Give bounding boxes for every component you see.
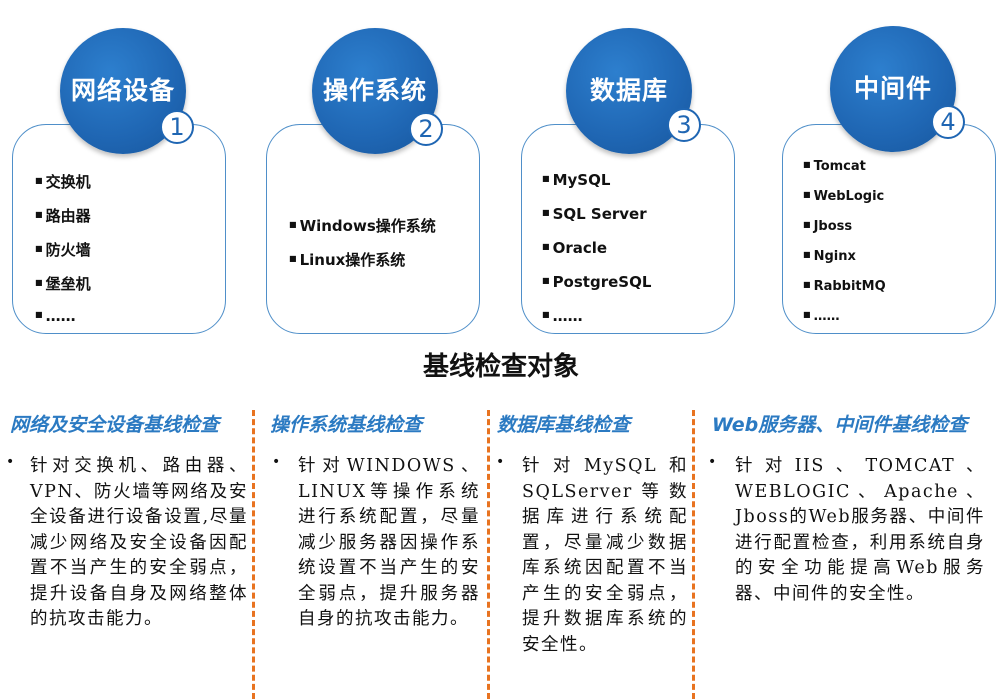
- list-item: 交换机: [35, 171, 91, 192]
- card-operating-systems: Windows操作系统 Linux操作系统: [266, 124, 480, 334]
- card-title-circle: 网络设备: [60, 28, 186, 154]
- list-item: 防火墙: [35, 239, 91, 260]
- list-item: ……: [803, 309, 840, 324]
- card-number-badge: 4: [931, 105, 965, 139]
- column-title: 网络及安全设备基线检查: [10, 414, 220, 436]
- card-network-devices: 交换机 路由器 防火墙 堡垒机 ……: [12, 124, 226, 334]
- card-databases: MySQL SQL Server Oracle PostgreSQL ……: [521, 124, 735, 334]
- column-description: 针对交换机、路由器、VPN、防火墙等网络及安全设备进行设备设置,尽量减少网络及安…: [30, 456, 248, 629]
- column-title: Web服务器、中间件基线检查: [712, 414, 968, 436]
- list-item: MySQL: [542, 171, 611, 189]
- card-number-badge: 1: [160, 110, 194, 144]
- bullet-marker: •: [272, 454, 281, 470]
- column-description: 针对WINDOWS、LINUX等操作系统进行系统配置，尽量减少服务器因操作系统设…: [298, 456, 480, 629]
- list-item: Windows操作系统: [289, 215, 436, 236]
- card-middleware: Tomcat WebLogic Jboss Nginx RabbitMQ ……: [782, 124, 996, 334]
- list-item: PostgreSQL: [542, 273, 652, 291]
- card-title-circle: 中间件: [830, 26, 956, 152]
- card-number-badge: 3: [667, 108, 701, 142]
- column-title: 操作系统基线检查: [270, 414, 423, 436]
- column-description: 针对MySQL和SQLServer等数据库进行系统配置，尽量减少数据库系统因配置…: [522, 456, 688, 655]
- list-item: 路由器: [35, 205, 91, 226]
- list-item: 堡垒机: [35, 273, 91, 294]
- list-item: ……: [35, 307, 76, 325]
- column-title: 数据库基线检查: [497, 414, 631, 436]
- list-item: Tomcat: [803, 159, 866, 174]
- column-divider: [252, 410, 255, 699]
- list-item: RabbitMQ: [803, 279, 886, 294]
- card-number-badge: 2: [409, 112, 443, 146]
- list-item: Nginx: [803, 249, 856, 264]
- list-item: Linux操作系统: [289, 249, 406, 270]
- list-item: Jboss: [803, 219, 853, 234]
- column-divider: [692, 410, 695, 699]
- bullet-marker: •: [708, 454, 717, 470]
- list-item: WebLogic: [803, 189, 885, 204]
- list-item: SQL Server: [542, 205, 647, 223]
- bullet-marker: •: [496, 454, 505, 470]
- column-description: 针对IIS、TOMCAT、WEBLOGIC、Apache、Jboss的Web服务…: [735, 456, 985, 604]
- section-heading: 基线检查对象: [422, 352, 579, 382]
- list-item: ……: [542, 307, 583, 325]
- bullet-marker: •: [6, 454, 15, 470]
- list-item: Oracle: [542, 239, 607, 257]
- column-divider: [487, 410, 490, 699]
